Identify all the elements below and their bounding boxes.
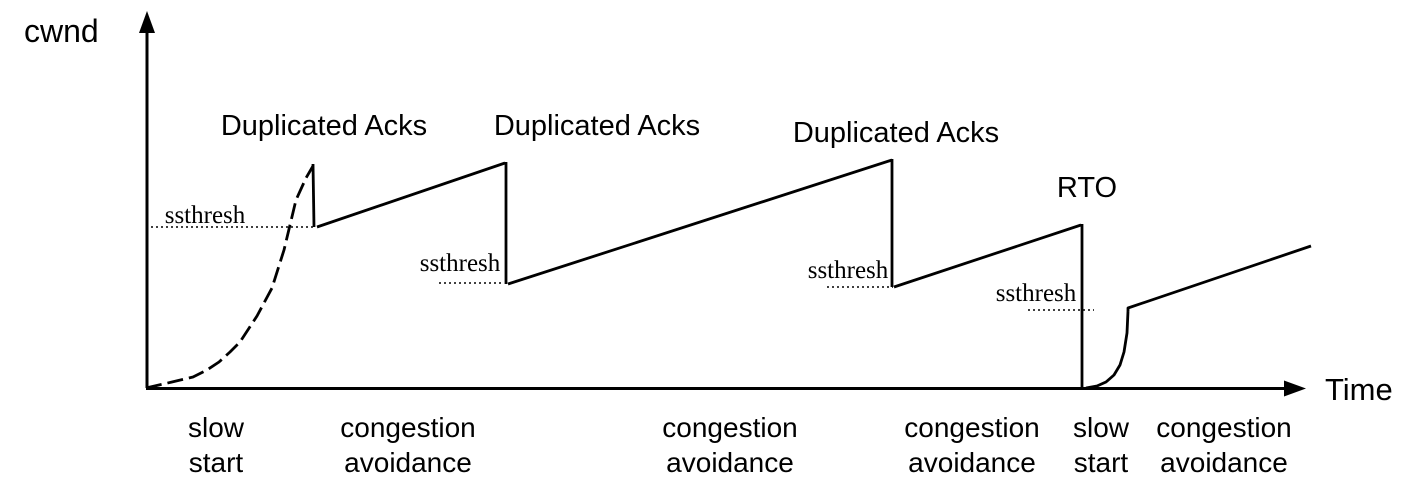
phase-line2: start <box>1073 447 1129 478</box>
phase-line2: avoidance <box>1160 447 1288 478</box>
phase-line1: congestion <box>904 412 1040 443</box>
phase-label-slow-start-1: slow start <box>188 410 244 480</box>
y-axis-arrow-icon <box>139 11 155 33</box>
x-axis-label: Time <box>1325 372 1393 407</box>
curve-segment-slow-start-1 <box>145 165 315 390</box>
event-label-duplicated-acks-3: Duplicated Acks <box>792 117 1000 149</box>
phase-line1: congestion <box>662 412 798 443</box>
curve-segment-loss-drop-1 <box>311 163 316 228</box>
phase-line2: avoidance <box>908 447 1036 478</box>
ssthresh-label-2: ssthresh <box>419 250 501 277</box>
phase-label-congestion-avoidance-1: congestion avoidance <box>340 410 475 480</box>
phase-label-congestion-avoidance-3: congestion avoidance <box>904 410 1039 480</box>
phase-label-congestion-avoidance-2: congestion avoidance <box>662 410 797 480</box>
curve-segment-congestion-avoidance-2 <box>507 158 893 286</box>
x-axis-arrow-icon <box>1284 380 1306 397</box>
ssthresh-label-4: ssthresh <box>995 280 1077 307</box>
phase-line1: congestion <box>1156 412 1292 443</box>
curve-segment-slow-start-2 <box>1085 310 1130 390</box>
curve-segment-congestion-avoidance-1 <box>316 161 506 229</box>
phase-line1: slow <box>1072 412 1130 443</box>
event-label-rto: RTO <box>1056 172 1118 204</box>
phase-line2: avoidance <box>666 447 794 478</box>
curve-segment-congestion-avoidance-3 <box>893 223 1082 289</box>
event-label-duplicated-acks-2: Duplicated Acks <box>493 110 701 142</box>
phase-label-congestion-avoidance-4: congestion avoidance <box>1156 410 1291 480</box>
ssthresh-label-1: ssthresh <box>164 202 246 229</box>
phase-line2: avoidance <box>344 447 472 478</box>
phase-label-slow-start-2: slow start <box>1073 410 1129 480</box>
axes <box>139 11 1306 397</box>
cwnd-curve-layer <box>145 158 1312 390</box>
ssthresh-label-3: ssthresh <box>807 257 889 284</box>
phase-line1: slow <box>187 412 245 443</box>
y-axis-label: cwnd <box>24 13 99 49</box>
phase-line2: start <box>188 447 244 478</box>
event-label-duplicated-acks-1: Duplicated Acks <box>220 110 428 142</box>
curve-segment-congestion-avoidance-4 <box>1126 244 1312 311</box>
phase-line1: congestion <box>340 412 476 443</box>
